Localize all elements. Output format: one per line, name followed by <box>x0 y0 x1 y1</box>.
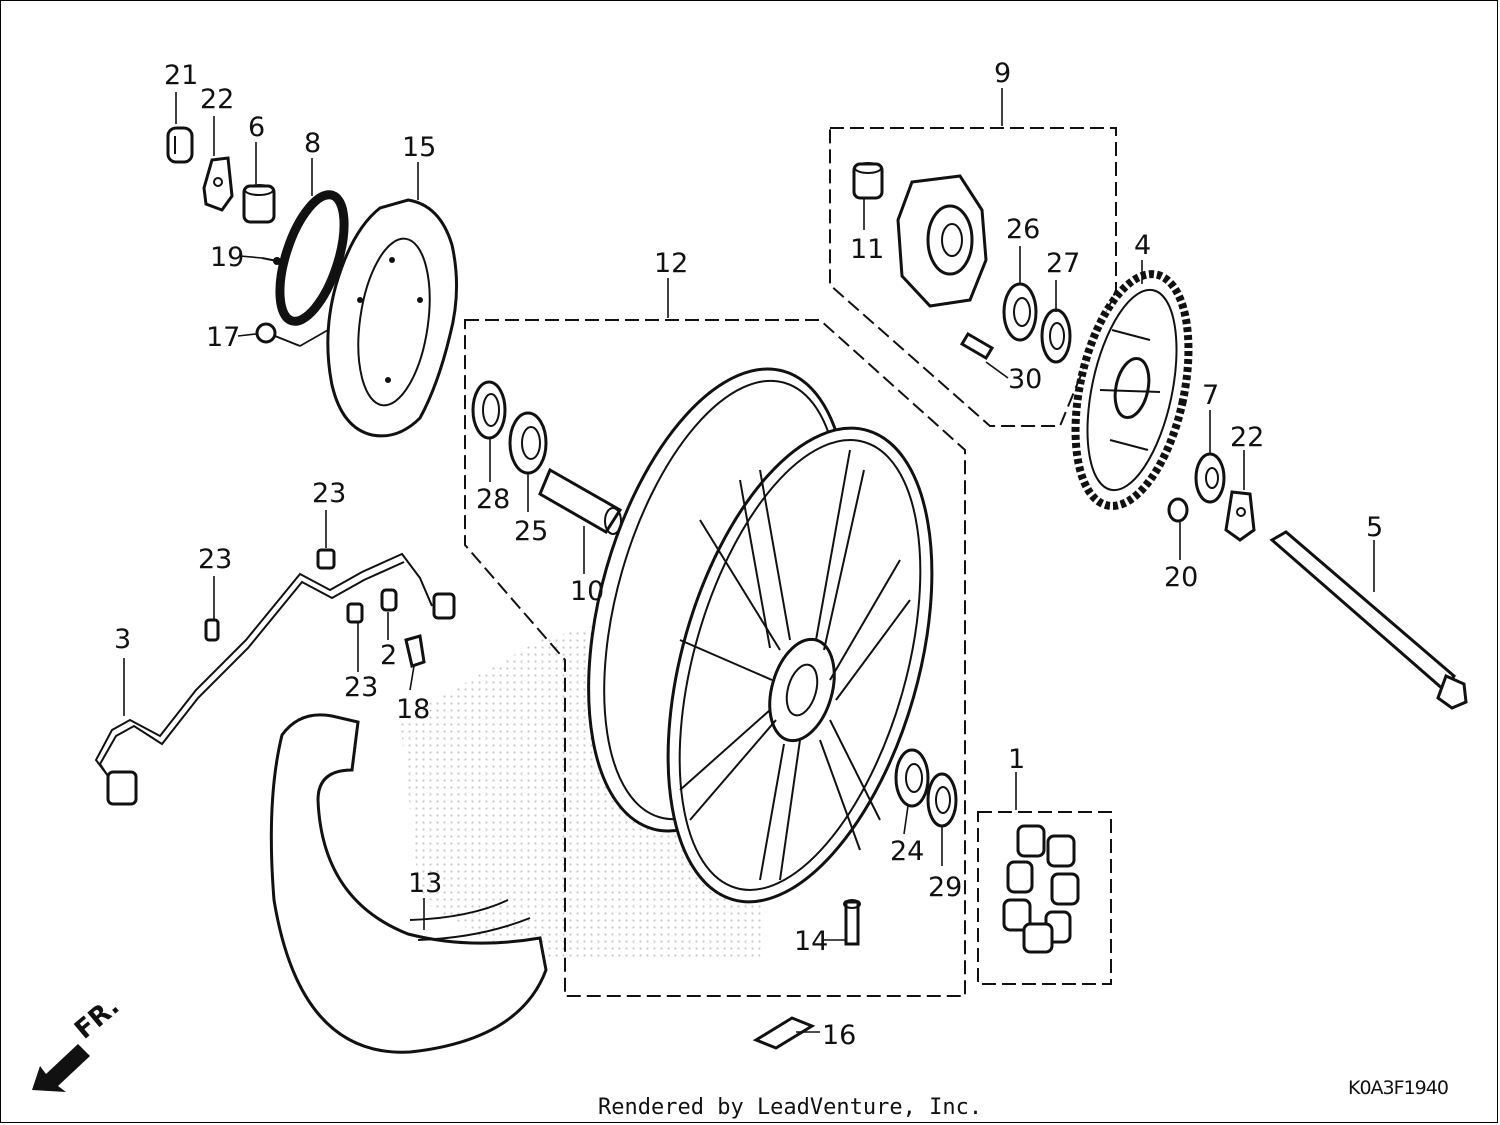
part-6-collar <box>242 184 276 224</box>
part-19-bolt <box>261 257 283 265</box>
part-22-plate-right <box>1224 490 1256 542</box>
part-13-tire <box>269 713 548 1054</box>
callout-labels: 21 22 6 8 15 19 17 9 12 11 26 27 30 4 7 … <box>114 58 1383 1051</box>
group-box-hub <box>829 127 1117 427</box>
part-10-distance-collar <box>538 467 623 535</box>
callout-30: 30 <box>1008 364 1042 395</box>
leader-lines <box>123 88 1375 1033</box>
part-30-stud-bolt <box>959 331 995 361</box>
callout-17: 17 <box>206 322 240 353</box>
callout-19: 19 <box>210 242 244 273</box>
callout-23-top: 23 <box>312 478 346 509</box>
part-9-final-driven-flange <box>896 174 988 308</box>
part-28-oil-seal <box>471 380 507 440</box>
callout-16: 16 <box>822 1020 856 1051</box>
callout-5: 5 <box>1366 512 1383 543</box>
diagram-code: K0A3F1940 <box>1348 1077 1448 1099</box>
callout-2: 2 <box>380 640 397 671</box>
callout-3: 3 <box>114 624 131 655</box>
group-box-dampers <box>977 811 1112 985</box>
direction-label: FR. <box>69 991 125 1045</box>
part-26-bearing <box>1002 282 1038 342</box>
callout-8: 8 <box>304 128 321 159</box>
callout-22: 22 <box>200 84 234 115</box>
callout-7: 7 <box>1202 380 1219 411</box>
callout-23-bottom: 23 <box>344 672 378 703</box>
part-20-nut <box>1167 497 1189 523</box>
part-23-clamps <box>204 548 364 642</box>
part-5-rear-axle <box>1269 530 1468 710</box>
part-2-grommet <box>380 588 398 612</box>
callout-21: 21 <box>164 60 198 91</box>
callout-9: 9 <box>994 58 1011 89</box>
callout-13: 13 <box>408 868 442 899</box>
part-15-brake-disc <box>326 198 458 438</box>
part-21-nut <box>166 126 194 164</box>
callout-6: 6 <box>248 112 265 143</box>
callout-18: 18 <box>396 694 430 725</box>
callout-26: 26 <box>1006 214 1040 245</box>
callout-27: 27 <box>1046 248 1080 279</box>
part-16-balance-weight <box>752 1016 816 1050</box>
callout-11: 11 <box>850 234 884 265</box>
callout-23-left: 23 <box>198 544 232 575</box>
part-4-driven-sprocket <box>1071 270 1193 510</box>
part-17-bolt <box>255 322 329 347</box>
group-box-wheel <box>464 319 966 997</box>
callout-25: 25 <box>514 516 548 547</box>
part-11-collar <box>852 162 884 200</box>
part-1-wheel-damper-set <box>1002 824 1080 954</box>
part-7-collar <box>1194 452 1226 504</box>
callout-29: 29 <box>928 872 962 903</box>
callout-14: 14 <box>794 926 828 957</box>
part-14-valve <box>843 899 861 946</box>
callout-4: 4 <box>1134 230 1151 261</box>
part-18-bolt <box>404 634 426 668</box>
callout-12: 12 <box>654 248 688 279</box>
part-3-wheel-speed-sensor <box>94 552 456 806</box>
front-direction-arrow-icon <box>32 1044 90 1092</box>
part-24-bearing <box>894 748 930 808</box>
callout-15: 15 <box>402 132 436 163</box>
callout-28: 28 <box>476 484 510 515</box>
part-29-oil-seal <box>926 772 958 828</box>
callout-10: 10 <box>570 576 604 607</box>
callout-24: 24 <box>890 836 924 867</box>
part-22-plate <box>202 156 234 212</box>
part-27-oil-seal <box>1040 308 1072 364</box>
callout-20: 20 <box>1164 562 1198 593</box>
part-25-bearing <box>508 411 548 475</box>
footer-credit: Rendered by LeadVenture, Inc. <box>598 1095 982 1120</box>
callout-22-right: 22 <box>1230 422 1264 453</box>
callout-1: 1 <box>1008 744 1025 775</box>
part-8-dust-seal <box>275 190 349 326</box>
part-12-rear-wheel <box>587 367 934 904</box>
